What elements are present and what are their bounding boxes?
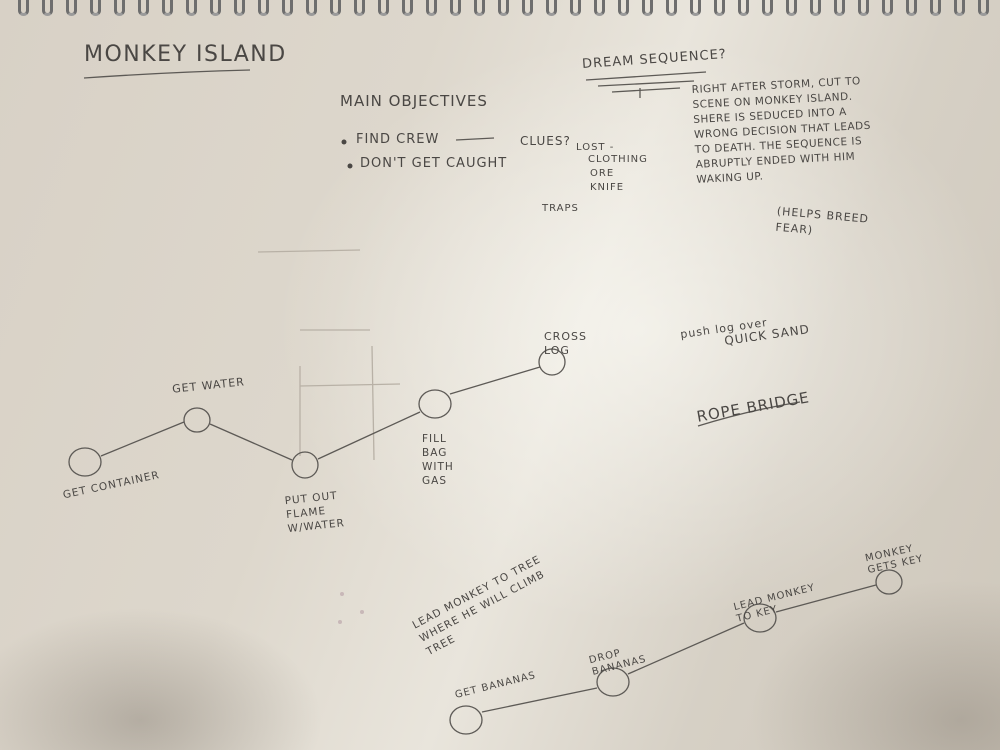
label-fill-bag: Fill bag with gas	[422, 433, 454, 487]
label-put-out-flame: Put out flame w/water	[284, 489, 346, 536]
lost-item: Ore	[590, 168, 615, 179]
lost-item: Knife	[590, 182, 625, 193]
dream-text: Right after storm, cut to scene on monke…	[691, 75, 872, 186]
objective-item: Find crew	[356, 132, 440, 147]
clues-label: Clues?	[520, 134, 571, 148]
node-monkey-gets-key	[875, 569, 903, 595]
node-drop-bananas	[596, 667, 630, 697]
lost-label: Lost -	[576, 142, 615, 153]
page-title: Monkey Island	[84, 42, 287, 67]
node-put-out-flame	[291, 451, 319, 479]
traps-label: Traps	[542, 203, 579, 214]
node-get-bananas	[449, 705, 483, 735]
lost-item: Clothing	[588, 154, 648, 165]
spiral-binding	[0, 0, 1000, 30]
node-cross-log	[538, 348, 566, 376]
node-get-water	[183, 407, 211, 433]
objectives-heading: Main objectives	[340, 92, 488, 110]
objective-item: Don't get caught	[360, 156, 508, 171]
label-cross-log: Cross log	[544, 330, 587, 357]
node-get-container	[68, 447, 102, 477]
node-lead-monkey	[743, 603, 777, 633]
node-fill-bag	[418, 389, 452, 419]
